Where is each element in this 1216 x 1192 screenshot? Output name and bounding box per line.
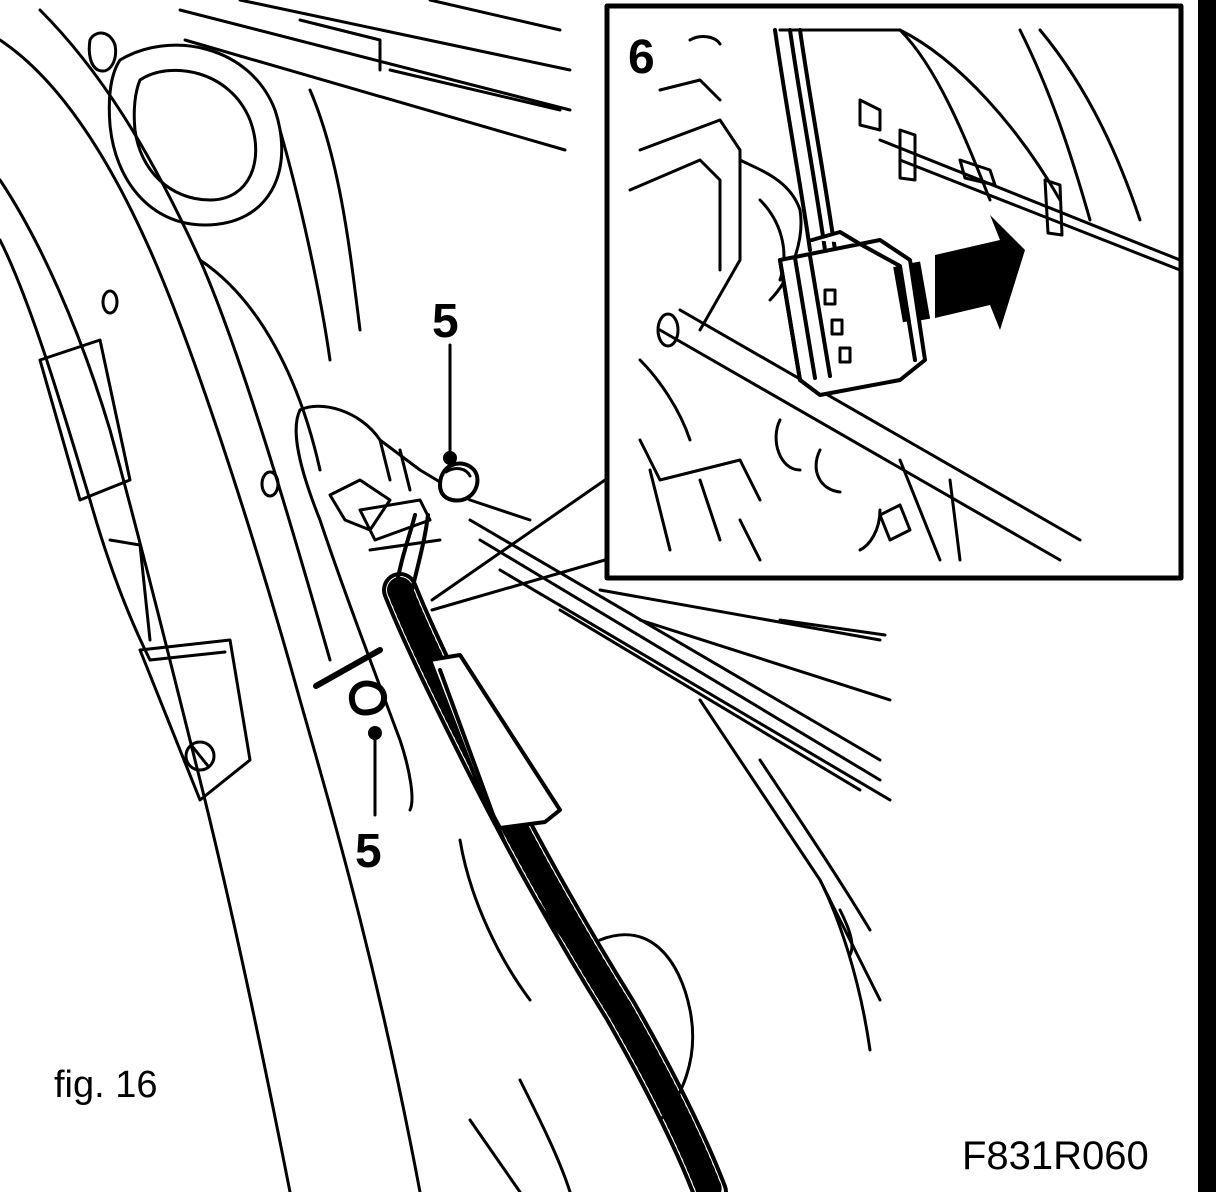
leader-dots	[368, 451, 457, 740]
callout-label-5-top: 5	[432, 295, 459, 348]
figure-code: F831R060	[962, 1134, 1149, 1178]
figure-caption: fig. 16	[54, 1064, 158, 1106]
fastener-bottom	[348, 680, 388, 716]
connector	[778, 230, 927, 397]
callout-label-5-bottom: 5	[355, 825, 382, 878]
door-frame	[0, 8, 422, 1192]
frame-holes	[101, 289, 280, 772]
inset-drawing	[628, 28, 1182, 562]
direction-arrow	[893, 215, 1025, 330]
door-skin-lines	[178, 0, 572, 362]
magnifier-lines	[313, 478, 607, 689]
harness-cover	[428, 653, 562, 830]
callout-label-6: 6	[628, 31, 655, 84]
lower-panel	[458, 698, 882, 1192]
leader-lines	[373, 343, 452, 817]
access-opening	[294, 404, 532, 812]
wire-harness	[382, 513, 728, 1192]
page-edge-bar	[1198, 0, 1216, 1192]
regulator-rails	[468, 518, 892, 802]
inset-wires	[773, 28, 837, 252]
upper-recess	[87, 31, 284, 227]
fastener-top	[438, 461, 480, 503]
